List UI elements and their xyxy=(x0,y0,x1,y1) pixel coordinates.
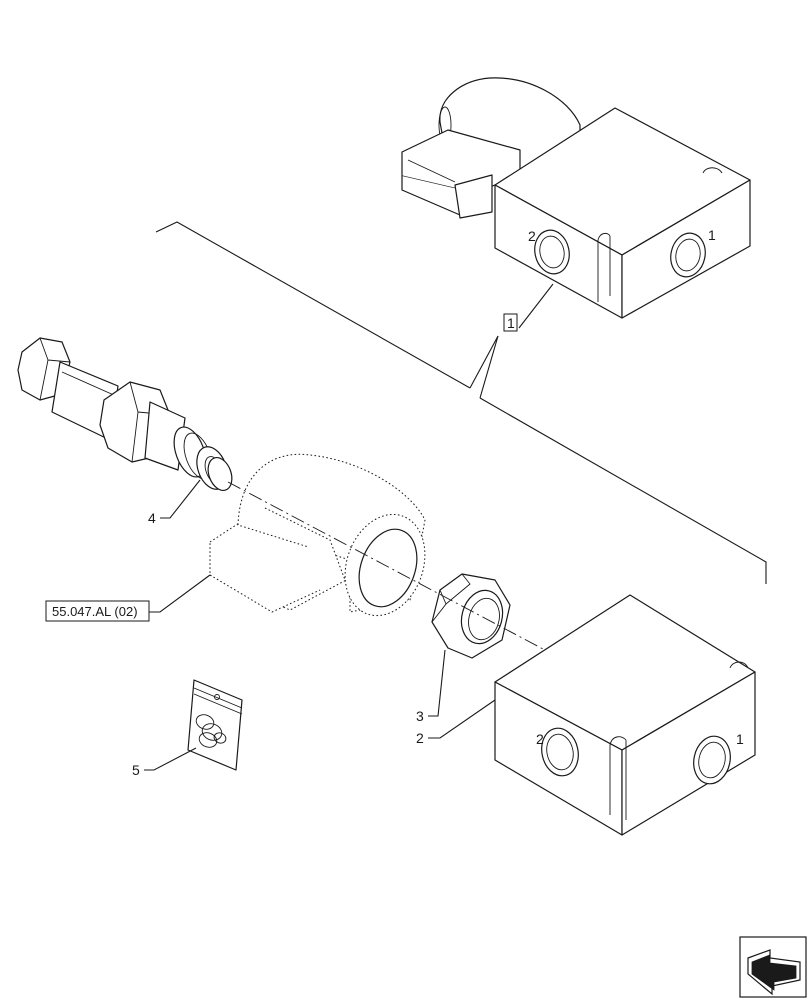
item-4-callout: 4 xyxy=(148,479,201,526)
svg-text:1: 1 xyxy=(708,227,716,243)
item-3-callout: 3 xyxy=(416,649,446,724)
svg-text:2: 2 xyxy=(536,731,544,747)
svg-text:1: 1 xyxy=(736,731,744,747)
reference-box[interactable] xyxy=(45,600,150,622)
back-arrow-icon[interactable] xyxy=(739,936,807,998)
cartridge-valve xyxy=(17,337,233,492)
item-5-callout: 5 xyxy=(132,747,197,778)
assembly-centerline xyxy=(227,481,561,659)
hex-nut xyxy=(431,573,511,659)
item-3-label: 3 xyxy=(416,708,424,724)
item-1-bracket: 1 xyxy=(155,221,767,584)
item-2-label: 2 xyxy=(416,730,424,746)
lower-valve-block: 2 1 xyxy=(494,594,756,836)
reference-label[interactable]: 55.047.AL (02) xyxy=(52,604,138,619)
item-1-label: 1 xyxy=(507,315,515,331)
reference-callout[interactable]: 55.047.AL (02) xyxy=(45,574,211,622)
item-4-label: 4 xyxy=(148,510,156,526)
solenoid-coil-reference xyxy=(209,453,426,617)
upper-valve-assembly: 2 1 xyxy=(401,77,751,319)
item-2-callout: 2 xyxy=(416,699,496,746)
item-1-box xyxy=(503,313,518,332)
svg-text:2: 2 xyxy=(528,228,536,244)
seal-kit-bag xyxy=(187,679,243,771)
item-5-label: 5 xyxy=(132,762,140,778)
